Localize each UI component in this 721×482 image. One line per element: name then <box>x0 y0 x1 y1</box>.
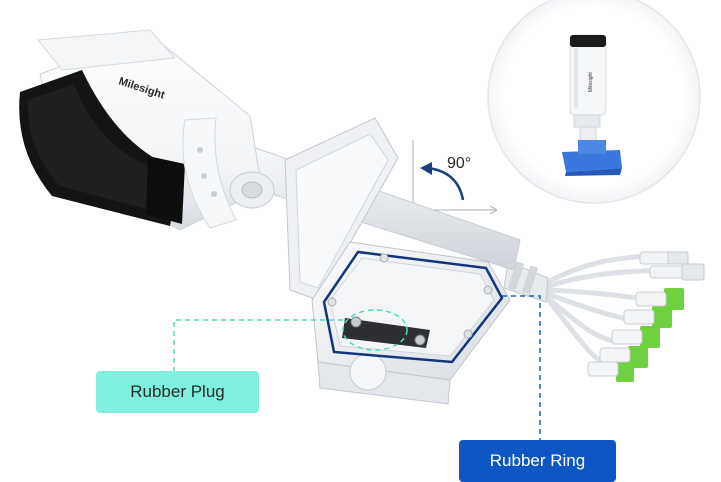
junction-box <box>284 117 511 405</box>
rubber-plug-highlight <box>342 309 408 351</box>
inset-view: Milesight <box>487 0 701 204</box>
rubber-ring-callout <box>502 295 541 441</box>
rubber-ring-label: Rubber Ring <box>459 440 616 482</box>
rotation-arrow <box>427 166 465 201</box>
inset-logo: Milesight <box>588 72 594 92</box>
rotation-angle-label: 90° <box>447 155 472 172</box>
connectors <box>587 251 705 382</box>
rotation-indicator <box>412 140 498 215</box>
mounting-plate <box>342 318 430 348</box>
screw-right <box>414 334 426 346</box>
camera-sunshield <box>37 29 177 71</box>
rubber-plug-leader <box>173 319 343 372</box>
screw-left <box>350 316 362 328</box>
rubber-plug-callout <box>173 309 408 372</box>
rubber-plug-label-text: Rubber Plug <box>130 382 225 401</box>
camera-lens-window <box>27 84 156 210</box>
base-knob <box>349 353 387 391</box>
rubber-plug-label: Rubber Plug <box>96 371 259 413</box>
bullet-camera: Milesight <box>19 29 275 231</box>
rubber-ring-label-text: Rubber Ring <box>489 451 586 470</box>
rubber-ring-leader <box>502 295 541 441</box>
rotation-arrowhead <box>420 162 432 175</box>
rubber-ring-gasket <box>322 250 504 364</box>
camera-rear-cap <box>182 117 237 229</box>
inset-blue-mount <box>562 150 622 172</box>
green-terminal-blocks <box>616 288 684 382</box>
